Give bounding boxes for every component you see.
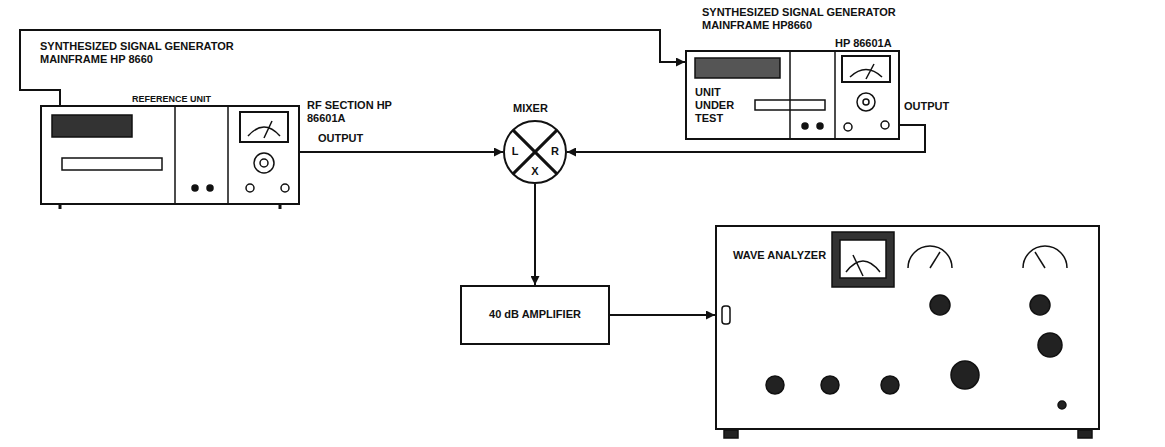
cable-connector bbox=[534, 184, 536, 285]
node-sublabel: R bbox=[549, 145, 561, 158]
node-sublabel: RF SECTION HP 86601A bbox=[307, 99, 397, 125]
reference-generator: SYNTHESIZED SIGNAL GENERATOR MAINFRAME H… bbox=[40, 105, 300, 205]
port-label: OUTPUT bbox=[318, 132, 378, 145]
wave-analyzer: WAVE ANALYZER bbox=[715, 225, 1100, 430]
mixer-symbol: MIXERLRX bbox=[503, 120, 567, 184]
node-label: 40 dB AMPLIFIER bbox=[462, 308, 608, 321]
node-sublabel: HP 86601A bbox=[835, 37, 915, 50]
node-label: SYNTHESIZED SIGNAL GENERATOR MAINFRAME H… bbox=[702, 6, 917, 32]
amplifier-box: 40 dB AMPLIFIER bbox=[460, 285, 610, 345]
cable-connector bbox=[20, 30, 685, 105]
node-label: WAVE ANALYZER bbox=[733, 249, 843, 262]
generator-under-test: SYNTHESIZED SIGNAL GENERATOR MAINFRAME H… bbox=[685, 50, 900, 140]
node-label: SYNTHESIZED SIGNAL GENERATOR MAINFRAME H… bbox=[40, 40, 255, 66]
node-sublabel: REFERENCE UNIT bbox=[132, 94, 252, 105]
cable-connector bbox=[300, 151, 503, 153]
port-label: OUTPUT bbox=[904, 100, 964, 113]
node-sublabel: L bbox=[509, 145, 521, 158]
cable-connector bbox=[610, 314, 715, 316]
node-sublabel: X bbox=[529, 165, 541, 178]
node-label: MIXER bbox=[513, 102, 563, 115]
node-sublabel: UNIT UNDER TEST bbox=[695, 86, 751, 125]
